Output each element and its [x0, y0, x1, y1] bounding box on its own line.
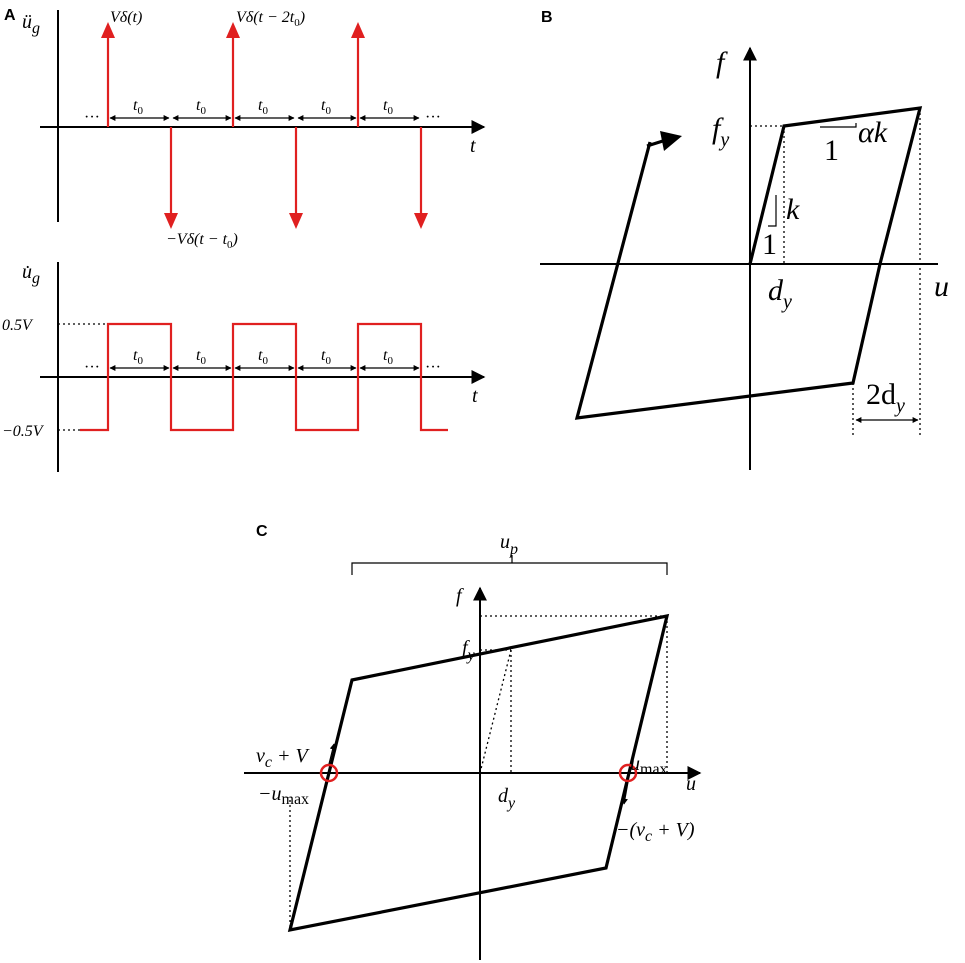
panel-a: A üg t — [2, 7, 486, 472]
vel-interval-label-1: t0 — [133, 347, 143, 367]
vel-interval-label-3: t0 — [258, 347, 268, 367]
panel-b-loop-arrowhead — [660, 131, 682, 151]
panel-c-velocity-arrow-up — [328, 743, 336, 765]
panel-c-f-label: f — [456, 585, 464, 607]
interval-label-4: t0 — [321, 97, 331, 117]
panel-a-acceleration-plot: üg t Vδ(t) Vδ(t − 2t0) − — [22, 9, 486, 251]
panel-c-up-label: up — [500, 531, 518, 558]
panel-b-one-label-b: 1 — [824, 134, 839, 167]
impulse-down-3-head — [414, 213, 428, 229]
panel-b-alpha-k-label: αk — [858, 116, 888, 149]
impulse-down-2-head — [289, 213, 303, 229]
panel-c-vel-pos-label: vc + V — [256, 745, 310, 771]
panel-c-plastic-bracket — [351, 562, 668, 575]
level-high-label: 0.5V — [2, 317, 34, 334]
panel-b-u-label: u — [934, 270, 949, 303]
accel-interval-markers: t0 t0 t0 t0 t0 ··· ··· — [84, 97, 441, 126]
vel-x-label: t — [472, 385, 478, 407]
panel-b-f-label: f — [716, 46, 728, 79]
vel-ellipsis-right: ··· — [425, 359, 441, 376]
panel-c-hysteresis-loop — [287, 613, 670, 933]
vel-interval-label-5: t0 — [383, 347, 393, 367]
panel-c-crossing-marker-right — [618, 763, 638, 783]
vel-interval-markers: t0 t0 t0 t0 t0 ··· ··· — [84, 347, 441, 376]
panel-b-letter: B — [541, 9, 553, 26]
impulse-up-1-head — [101, 22, 115, 38]
panel-b-one-label-a: 1 — [762, 228, 777, 261]
vel-y-label: u̇g — [22, 261, 40, 287]
panel-b-k-label: k — [786, 193, 800, 226]
velocity-square-wave — [80, 322, 448, 432]
impulse-up-3-head — [351, 22, 365, 38]
impulse-up-2-head — [226, 22, 240, 38]
impulse-down-1-head — [164, 213, 178, 229]
impulse-label-neg-v-delta-t-t0: −Vδ(t − t0) — [166, 231, 238, 251]
panel-b-fy-label: fy — [712, 112, 729, 151]
panel-c-crossing-marker-left — [319, 763, 339, 783]
interval-label-3: t0 — [258, 97, 268, 117]
panel-c-dy-label: dy — [498, 785, 516, 812]
vel-interval-label-4: t0 — [321, 347, 331, 367]
impulse-label-v-delta-t: Vδ(t) — [110, 9, 142, 26]
vel-interval-label-2: t0 — [196, 347, 206, 367]
positive-impulses — [101, 22, 365, 127]
interval-label-2: t0 — [196, 97, 206, 117]
interval-label-5: t0 — [383, 97, 393, 117]
panel-c-neg-umax-label: −umax — [258, 783, 309, 808]
panel-b-span-label: 2dy — [866, 378, 905, 417]
panel-c: C up f u fy dy umax −umax vc + V −(vc + … — [244, 523, 702, 960]
panel-b: B f u fy dy k αk 1 1 2dy — [540, 9, 949, 470]
ellipsis-right: ··· — [425, 109, 441, 126]
panel-c-vel-neg-label: −(vc + V) — [616, 819, 695, 845]
accel-x-label: t — [470, 135, 476, 157]
panel-b-post-stiffness-triangle — [820, 123, 857, 128]
panel-b-dy-label: dy — [768, 274, 792, 313]
panel-a-velocity-plot: u̇g t 0.5V −0.5V t0 t0 t0 t0 t0 ··· ··· — [2, 261, 486, 472]
level-low-label: −0.5V — [2, 423, 45, 440]
panel-c-umax-label: umax — [630, 753, 668, 778]
panel-c-velocity-arrow-down — [622, 781, 629, 805]
accel-y-label: üg — [22, 11, 40, 37]
panel-a-letter: A — [4, 7, 16, 24]
interval-label-1: t0 — [133, 97, 143, 117]
negative-impulses — [164, 127, 428, 229]
panel-b-stiffness-triangle — [768, 195, 777, 227]
impulse-label-v-delta-t-2t0: Vδ(t − 2t0) — [236, 9, 305, 29]
ellipsis-left: ··· — [84, 109, 100, 126]
panel-c-elastic-guide — [479, 649, 512, 774]
vel-ellipsis-left: ··· — [84, 359, 100, 376]
panel-c-fy-label: fy — [462, 637, 476, 664]
panel-c-u-label: u — [686, 773, 696, 795]
panel-c-letter: C — [256, 523, 268, 540]
